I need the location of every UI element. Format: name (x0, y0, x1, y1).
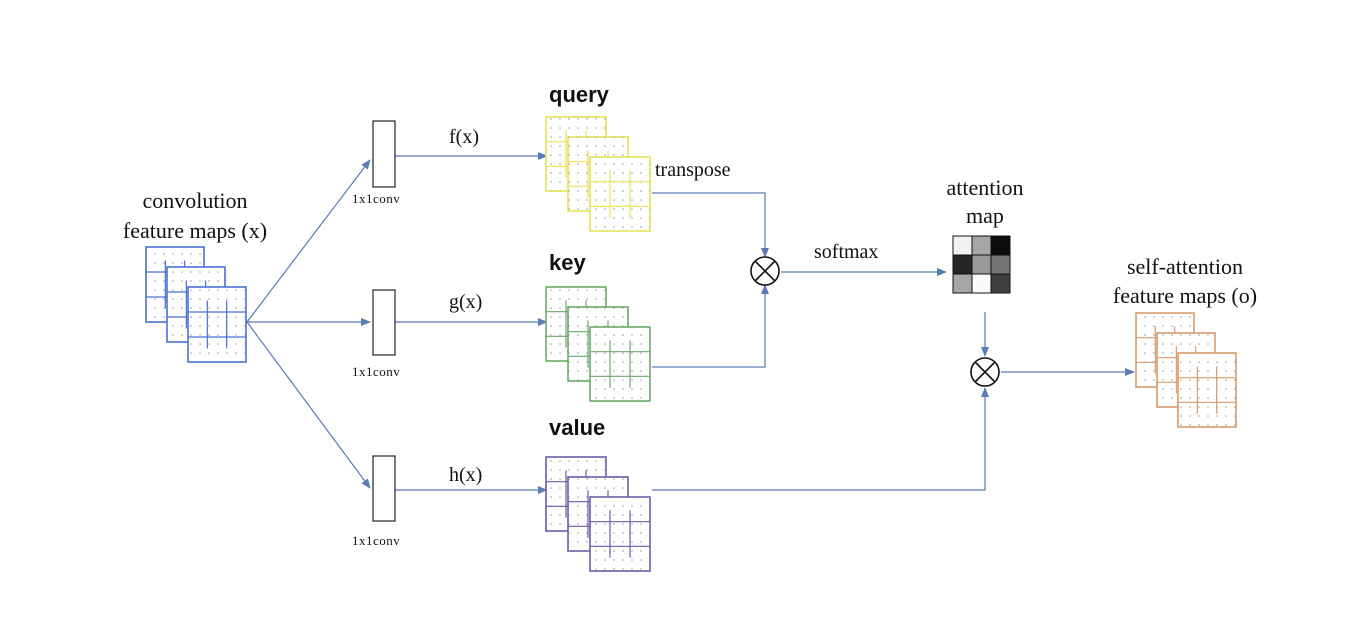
function-f-label: f(x) (449, 126, 479, 148)
input-feature-stack (145, 246, 247, 363)
function-g-label: g(x) (449, 291, 483, 313)
arrow-value-to-multiply (652, 387, 989, 491)
output-title-line1: self-attention (1126, 254, 1244, 279)
multiply-icon (750, 256, 780, 286)
conv-label-g: 1x1conv (352, 364, 401, 379)
attention-cell (990, 273, 1011, 294)
attention-cell (990, 254, 1011, 275)
arrow-input-to-conv-f (246, 159, 371, 323)
feature-map-sheet (187, 286, 247, 363)
feature-map-sheet (1177, 352, 1237, 428)
key-title: key (549, 250, 586, 275)
conv-box-f (372, 120, 396, 188)
softmax-label: softmax (814, 241, 879, 263)
query-feature-stack (545, 116, 651, 232)
multiply-icon (970, 357, 1000, 387)
arrow-input-to-conv-h (246, 321, 371, 489)
attention-cell (952, 254, 973, 275)
attention-cell (971, 235, 992, 256)
attention-map-grid (952, 235, 1011, 294)
conv-box-h (372, 455, 396, 522)
feature-map-sheet (589, 156, 651, 232)
input-title-line1: convolution (142, 188, 248, 213)
output-title-line2: feature maps (o) (1112, 283, 1258, 308)
arrow-query-to-multiply (652, 192, 769, 258)
transpose-label: transpose (655, 159, 731, 181)
connectors (246, 152, 1135, 494)
attention-cell (971, 273, 992, 294)
attention-title-line2: map (966, 203, 1004, 228)
function-h-label: h(x) (449, 464, 483, 486)
conv-label-f: 1x1conv (352, 191, 401, 206)
attention-cell (990, 235, 1011, 256)
conv-label-h: 1x1conv (352, 533, 401, 548)
input-title-line2: feature maps (x) (122, 218, 268, 243)
output-feature-stack (1135, 312, 1237, 428)
conv-box-g (372, 289, 396, 356)
arrow-key-to-multiply (652, 284, 769, 368)
key-feature-stack (545, 286, 651, 402)
query-title: query (549, 82, 609, 107)
attention-cell (952, 235, 973, 256)
attention-title-line1: attention (946, 175, 1024, 200)
attention-cell (971, 254, 992, 275)
feature-map-sheet (589, 496, 651, 572)
value-feature-stack (545, 456, 651, 572)
feature-map-sheet (589, 326, 651, 402)
value-title: value (549, 415, 606, 440)
attention-cell (952, 273, 973, 294)
